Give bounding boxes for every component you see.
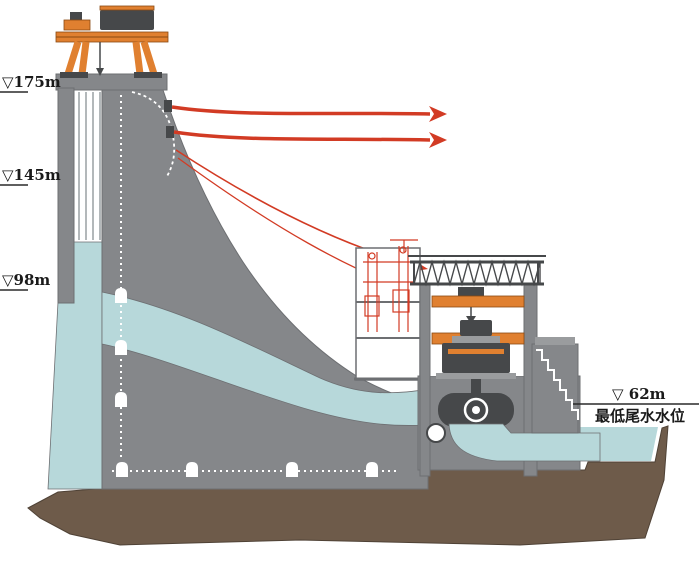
crane-hook (96, 68, 104, 76)
generator-unit (436, 320, 516, 427)
flood-outlet-upper (164, 100, 172, 112)
upstream-level-annotations: ▽175m ▽145m ▽98m (0, 73, 61, 291)
upper-crane-beam (431, 295, 525, 308)
gantry-crane (55, 5, 169, 78)
stairs (536, 349, 579, 420)
level-98-label: ▽98m (2, 271, 50, 289)
flood-outlet-lower (166, 126, 174, 138)
tailrace-stair-wall (531, 337, 579, 434)
lowest-tailwater-caption: 最低尾水水位 (595, 407, 685, 425)
level-62-label: ▽ 62m (612, 385, 666, 403)
powerhouse-service-building (354, 239, 422, 381)
piping-schematic (363, 239, 418, 332)
roof-truss (408, 255, 546, 287)
level-175-label: ▽175m (2, 73, 61, 91)
generator-stator (442, 343, 510, 373)
drainage-gallery-circle (426, 423, 446, 443)
level-145-label: ▽145m (2, 166, 61, 184)
intake-water (47, 241, 103, 490)
turbine-shaft (471, 379, 481, 393)
dam-internal-galleries (112, 91, 398, 477)
exciter (460, 320, 492, 336)
intake-front-wall (57, 87, 75, 304)
hall-left-column (419, 282, 431, 477)
intake-gate-slots (78, 92, 101, 240)
turbine-runner (472, 406, 480, 414)
crane-machinery-house (100, 10, 154, 30)
tailwater-level-annotation: ▽ 62m 最低尾水水位 (573, 385, 699, 425)
crane-trolley (458, 287, 484, 296)
crane-legs (64, 40, 158, 76)
